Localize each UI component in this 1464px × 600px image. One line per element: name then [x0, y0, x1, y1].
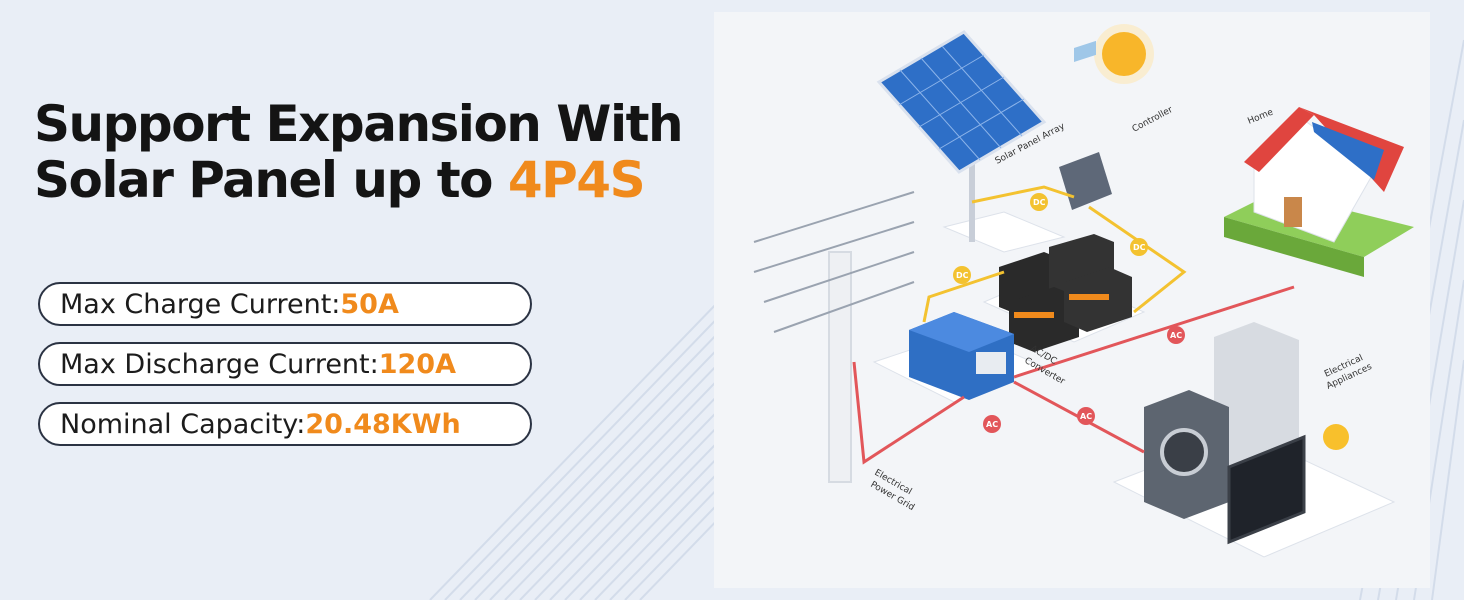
- diagram-illustration: DC DC DC AC AC AC Solar Panel Array Cont…: [753, 24, 1414, 558]
- battery-bank-icon: [999, 234, 1132, 352]
- solar-panel-array-icon: [876, 30, 1047, 242]
- converter-icon: [909, 312, 1014, 400]
- solar-system-diagram: DC DC DC AC AC AC Solar Panel Array Cont…: [714, 12, 1430, 588]
- sun-icon: [1094, 24, 1154, 84]
- spec-pill-nominal-capacity: Nominal Capacity:20.48KWh: [38, 402, 532, 446]
- headline-line2: Solar Panel up to: [34, 151, 508, 209]
- power-grid-pole-icon: [753, 191, 915, 483]
- ac-badge-label: AC: [986, 420, 998, 429]
- dc-badge-label: DC: [1133, 243, 1146, 252]
- ac-badge-label: AC: [1170, 331, 1182, 340]
- spec-list: Max Charge Current:50A Max Discharge Cur…: [38, 282, 532, 462]
- ac-badge-label: AC: [1080, 412, 1092, 421]
- spec-value: 120A: [378, 348, 456, 380]
- spec-value: 20.48KWh: [305, 408, 461, 440]
- headline-line1: Support Expansion With: [34, 95, 684, 153]
- spec-label: Max Charge Current:: [60, 288, 341, 320]
- spec-label: Max Discharge Current:: [60, 348, 379, 380]
- headline-accent: 4P4S: [507, 151, 646, 209]
- dc-badges: DC DC DC: [953, 193, 1148, 284]
- dc-badge-label: DC: [956, 271, 969, 280]
- spec-label: Nominal Capacity:: [60, 408, 306, 440]
- dc-wiring: [922, 185, 1187, 323]
- spec-value: 50A: [340, 288, 399, 320]
- appliances-icon: [1144, 322, 1349, 545]
- label-home: Home: [1246, 107, 1275, 126]
- dc-badge-label: DC: [1033, 198, 1046, 207]
- ac-badges: AC AC AC: [983, 326, 1185, 433]
- spec-pill-charge-current: Max Charge Current:50A: [38, 282, 532, 326]
- headline: Support Expansion With Solar Panel up to…: [34, 95, 684, 209]
- label-controller: Controller: [1131, 105, 1175, 135]
- spec-pill-discharge-current: Max Discharge Current:120A: [38, 342, 532, 386]
- home-icon: [1224, 107, 1414, 277]
